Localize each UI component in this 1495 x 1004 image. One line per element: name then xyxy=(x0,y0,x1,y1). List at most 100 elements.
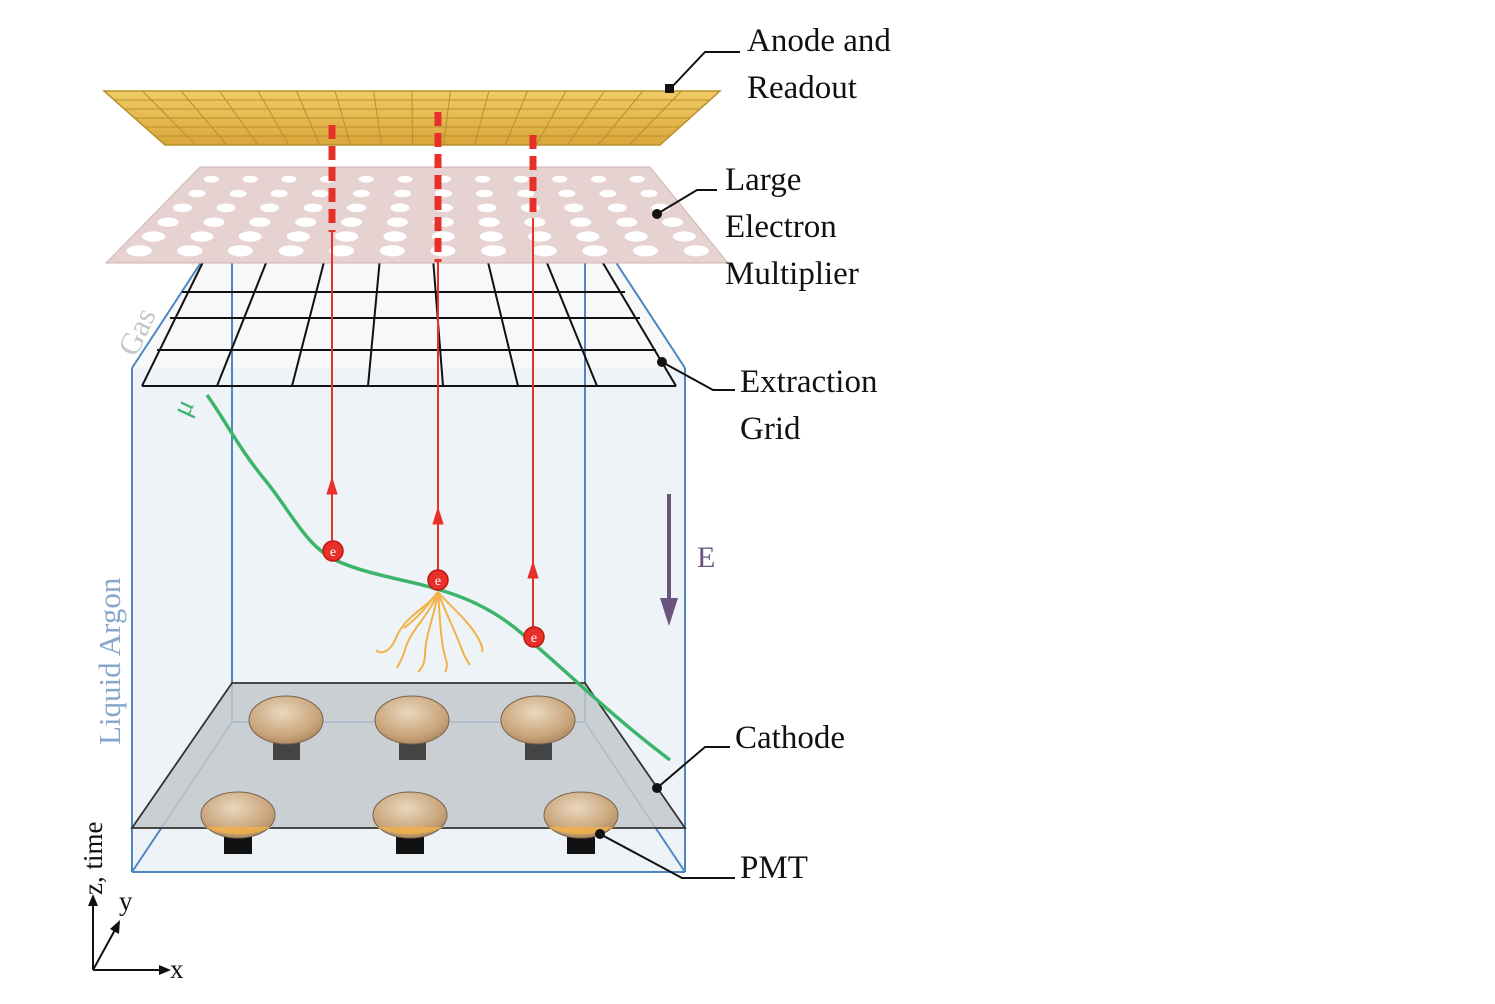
lem-hole xyxy=(311,189,329,198)
lem-hole xyxy=(481,245,507,257)
lem-hole xyxy=(624,231,648,242)
lem-hole xyxy=(383,231,407,242)
anode-grid-line xyxy=(180,90,228,146)
anode-label-line1: Anode and xyxy=(747,23,891,59)
lem-label-line1: Large xyxy=(725,162,801,198)
lem-hole xyxy=(528,231,552,242)
lem-hole xyxy=(477,203,497,213)
pmt-array xyxy=(200,695,619,854)
lem-hole xyxy=(379,245,405,257)
lem-hole xyxy=(524,217,546,227)
lem-hole xyxy=(478,217,500,227)
lem-hole xyxy=(435,189,452,198)
lem-hole xyxy=(216,203,236,213)
lem-hole xyxy=(227,245,253,257)
lem-hole xyxy=(476,189,494,198)
lem-hole xyxy=(607,203,627,213)
lem-hole xyxy=(335,231,359,242)
lem-hole xyxy=(558,189,576,198)
lem-hole xyxy=(238,231,262,242)
lem-hole xyxy=(260,203,279,213)
pmt-front-2 xyxy=(372,791,448,854)
anode-grid-line xyxy=(473,90,490,146)
lem-hole xyxy=(249,217,271,227)
anode-grid-line xyxy=(373,90,383,146)
svg-text:e: e xyxy=(531,631,537,646)
lem-hole xyxy=(570,217,592,227)
cathode-label: Cathode xyxy=(735,720,845,756)
lem-hole xyxy=(358,175,374,183)
muon-track xyxy=(205,393,672,762)
large-electron-multiplier xyxy=(104,166,730,264)
lem-hole xyxy=(564,203,584,213)
lem-hole xyxy=(640,189,658,198)
lem-hole xyxy=(397,175,413,183)
lem-hole xyxy=(278,245,304,257)
lem-label-line3: Multiplier xyxy=(725,256,859,292)
lem-hole xyxy=(281,175,297,183)
lem-hole xyxy=(390,203,410,213)
lem-hole xyxy=(591,175,606,183)
lem-hole xyxy=(474,175,490,183)
lem-hole xyxy=(303,203,323,213)
lem-hole xyxy=(329,245,355,257)
anode-label-line2: Readout xyxy=(747,70,857,106)
lem-hole xyxy=(286,231,310,242)
lem-hole xyxy=(629,175,645,183)
lem-hole xyxy=(188,189,206,198)
axis-y-label: y xyxy=(119,886,133,916)
anode-grid-line xyxy=(142,90,197,146)
anode-grid-line xyxy=(296,90,321,146)
lem-hole xyxy=(347,203,366,213)
lem-hole xyxy=(203,217,225,227)
drift-electron-tracks xyxy=(326,112,539,632)
pmt-back-2 xyxy=(374,695,450,760)
lem-hole xyxy=(173,203,193,213)
electric-field-label: E xyxy=(697,541,715,574)
lem-hole xyxy=(341,217,362,227)
lem-hole xyxy=(552,175,568,183)
ionization-electrons: e e e xyxy=(322,540,545,648)
lem-hole xyxy=(616,217,638,227)
lem-hole xyxy=(662,217,684,227)
lem-hole xyxy=(190,231,214,242)
coordinate-axes xyxy=(88,894,171,975)
pmt-front-3 xyxy=(543,791,619,854)
lem-hole xyxy=(517,189,535,198)
lem-hole xyxy=(177,245,203,257)
pmt-back-1 xyxy=(248,695,324,760)
anode-grid-line xyxy=(535,90,567,146)
lem-hole xyxy=(157,217,179,227)
axis-z-label: z, time xyxy=(78,822,108,895)
lem-hole xyxy=(126,245,152,257)
lem-hole xyxy=(386,217,408,227)
pmt-back-3 xyxy=(500,695,576,760)
anode-grid-line xyxy=(597,90,644,146)
anode-grid-line xyxy=(628,90,682,146)
anode-grid-line xyxy=(219,90,259,146)
lem-hole xyxy=(142,231,166,242)
anode-grid-line xyxy=(411,90,413,146)
lem-hole xyxy=(582,245,608,257)
grid-label-line1: Extraction xyxy=(740,364,877,400)
anode-readout-plane xyxy=(102,90,722,146)
lem-hole xyxy=(683,245,709,257)
anode-grid-line xyxy=(566,90,605,146)
grid-label-line2: Grid xyxy=(740,411,801,447)
lem-hole xyxy=(394,189,411,198)
lem-hole xyxy=(633,245,658,257)
lem-hole xyxy=(295,217,317,227)
lem-hole xyxy=(242,175,258,183)
lem-hole xyxy=(430,245,456,257)
lem-hole xyxy=(270,189,288,198)
lem-hole xyxy=(204,175,219,183)
lem-hole xyxy=(531,245,557,257)
lem-label-line2: Electron xyxy=(725,209,837,245)
leader-lines xyxy=(599,51,740,879)
liquid-argon-label: Liquid Argon xyxy=(92,577,127,745)
lem-hole xyxy=(672,231,696,242)
lem-hole xyxy=(352,189,370,198)
anode-grid-line xyxy=(504,90,528,146)
lem-hole xyxy=(513,175,529,183)
